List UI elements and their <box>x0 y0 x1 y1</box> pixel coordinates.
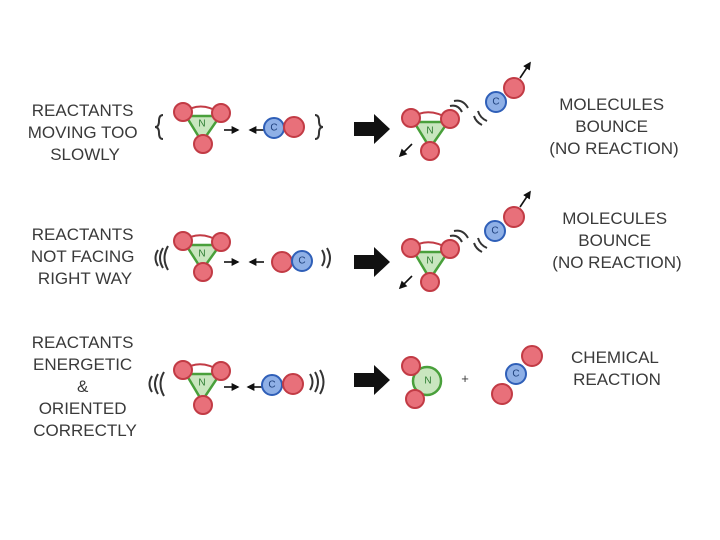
bounce-arrow-up-right <box>519 190 531 208</box>
carbon-symbol: C <box>512 369 519 380</box>
oxygen-atom <box>503 206 525 228</box>
row-2: REACTANTS NOT FACING RIGHT WAY N C N <box>31 190 682 292</box>
oxygen-atom <box>282 373 304 395</box>
nitrogen-symbol: N <box>198 119 205 130</box>
carbon-atom <box>261 374 283 396</box>
oxygen-atom <box>193 262 213 282</box>
oxygen-atom <box>173 360 193 380</box>
co-molecule-bounced: C <box>485 77 525 113</box>
nitrogen-symbol: N <box>426 126 433 137</box>
oxygen-atom <box>420 272 440 292</box>
oxygen-atom <box>211 361 231 381</box>
nitrogen-symbol: N <box>424 376 431 387</box>
fast-motion-marks-left <box>148 371 165 397</box>
oxygen-atom <box>440 109 460 129</box>
oxygen-atom <box>420 141 440 161</box>
nitrogen-symbol: N <box>198 378 205 389</box>
row-1-result-label: MOLECULES BOUNCE (NO REACTION) <box>549 95 678 158</box>
co-molecule-reactant: C <box>271 250 313 273</box>
slow-motion-marks-right <box>314 114 324 140</box>
carbon-atom <box>291 250 313 272</box>
oxygen-atom <box>401 356 421 376</box>
oxygen-atom <box>405 389 425 409</box>
impact-marks <box>449 99 488 126</box>
oxygen-atom <box>440 239 460 259</box>
carbon-symbol: C <box>491 226 498 237</box>
row-3-result-label: CHEMICAL REACTION <box>571 348 663 389</box>
oxygen-atom <box>491 383 513 405</box>
oxygen-atom <box>521 345 543 367</box>
co2-molecule-product: C <box>491 345 543 405</box>
no2-molecule-reactant: N <box>173 231 231 282</box>
bounce-arrow-down-left <box>398 143 413 158</box>
row-3-condition-label: REACTANTS ENERGETIC & ORIENTED CORRECTLY <box>32 333 138 440</box>
oxygen-atom <box>173 102 193 122</box>
fast-motion-marks-right <box>321 247 331 269</box>
nitrogen-symbol: N <box>426 256 433 267</box>
co-molecule-reactant: C <box>263 116 305 139</box>
co-molecule-reactant: C <box>261 373 304 396</box>
no2-molecule-reactant: N <box>173 360 231 415</box>
carbon-symbol: C <box>270 123 277 134</box>
row-2-condition-label: REACTANTS NOT FACING RIGHT WAY <box>31 225 139 288</box>
row-3: REACTANTS ENERGETIC & ORIENTED CORRECTLY… <box>32 333 663 440</box>
fast-motion-marks-left <box>154 245 169 271</box>
oxygen-atom <box>271 251 293 273</box>
oxygen-atom <box>211 232 231 252</box>
nitrogen-symbol: N <box>198 249 205 260</box>
process-arrow <box>354 365 390 395</box>
carbon-symbol: C <box>268 380 275 391</box>
impact-marks <box>449 229 488 253</box>
slow-motion-marks-left <box>154 114 164 140</box>
bounce-arrow-down-left <box>398 275 413 290</box>
oxygen-atom <box>401 108 421 128</box>
no2-molecule-reactant: N <box>173 102 231 154</box>
fast-motion-marks-right <box>309 369 325 395</box>
oxygen-atom <box>193 134 213 154</box>
row-1: REACTANTS MOVING TOO SLOWLY N C N <box>28 61 679 164</box>
oxygen-atom <box>173 231 193 251</box>
carbon-atom <box>505 363 527 385</box>
carbon-atom <box>485 91 507 113</box>
carbon-symbol: C <box>492 97 499 108</box>
co-molecule-bounced: C <box>484 206 525 242</box>
no2-molecule-bounced: N <box>401 108 460 161</box>
process-arrow <box>354 247 390 277</box>
oxygen-atom <box>503 77 525 99</box>
nitrogen-atom <box>411 365 443 397</box>
no-molecule-product: N <box>401 356 443 409</box>
oxygen-atom <box>283 116 305 138</box>
carbon-atom <box>484 220 506 242</box>
oxygen-atom <box>401 238 421 258</box>
row-2-result-label: MOLECULES BOUNCE (NO REACTION) <box>552 209 681 272</box>
plus-sign: + <box>461 371 469 386</box>
bounce-arrow-up-right <box>519 61 531 79</box>
no2-molecule-bounced: N <box>401 238 460 292</box>
process-arrow <box>354 114 390 144</box>
oxygen-atom <box>211 103 231 123</box>
oxygen-atom <box>193 395 213 415</box>
carbon-symbol: C <box>298 256 305 267</box>
row-1-condition-label: REACTANTS MOVING TOO SLOWLY <box>28 101 143 164</box>
